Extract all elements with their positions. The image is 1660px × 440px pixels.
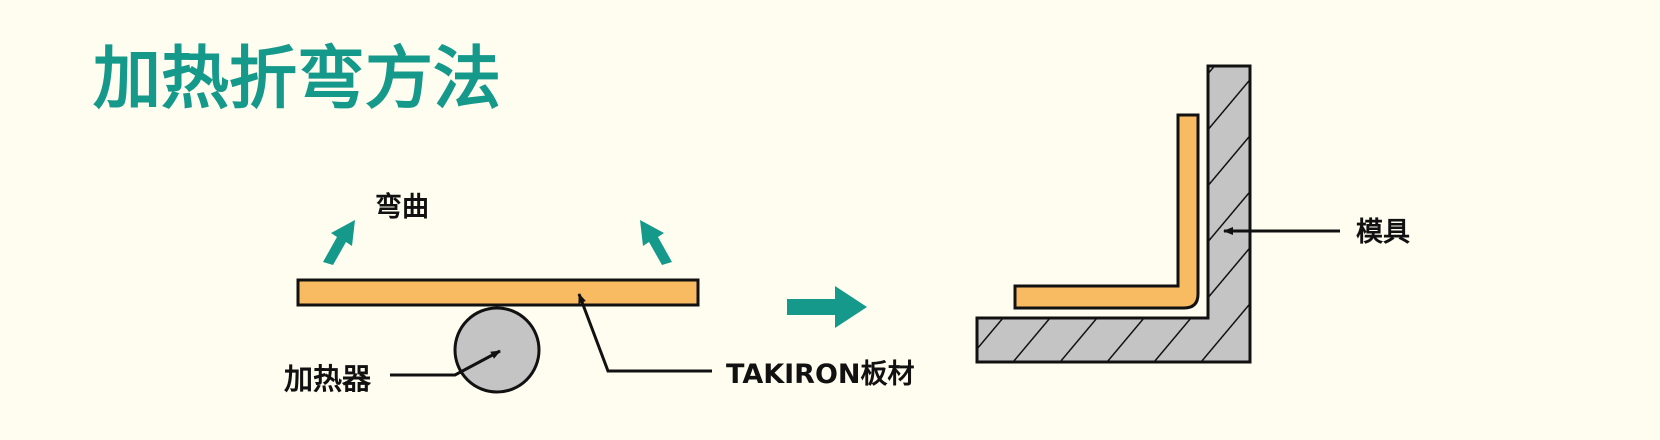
sheet-label: TAKIRON板材 [726,359,915,390]
bend-label: 弯曲 [375,191,429,223]
mold [975,64,1252,364]
mold-label: 模具 [1356,217,1410,248]
heater-leader-line [390,349,501,377]
bend-arrow-left-icon [323,220,355,265]
sheet-leader-line [577,293,712,373]
heater-roller [453,306,541,394]
heater-label: 加热器 [284,362,372,396]
bent-sheet [1013,113,1200,310]
bend-arrow-right-icon [640,220,672,265]
flat-sheet [296,278,700,307]
process-arrow-icon [787,286,867,328]
page-title: 加热折弯方法 [93,40,501,119]
